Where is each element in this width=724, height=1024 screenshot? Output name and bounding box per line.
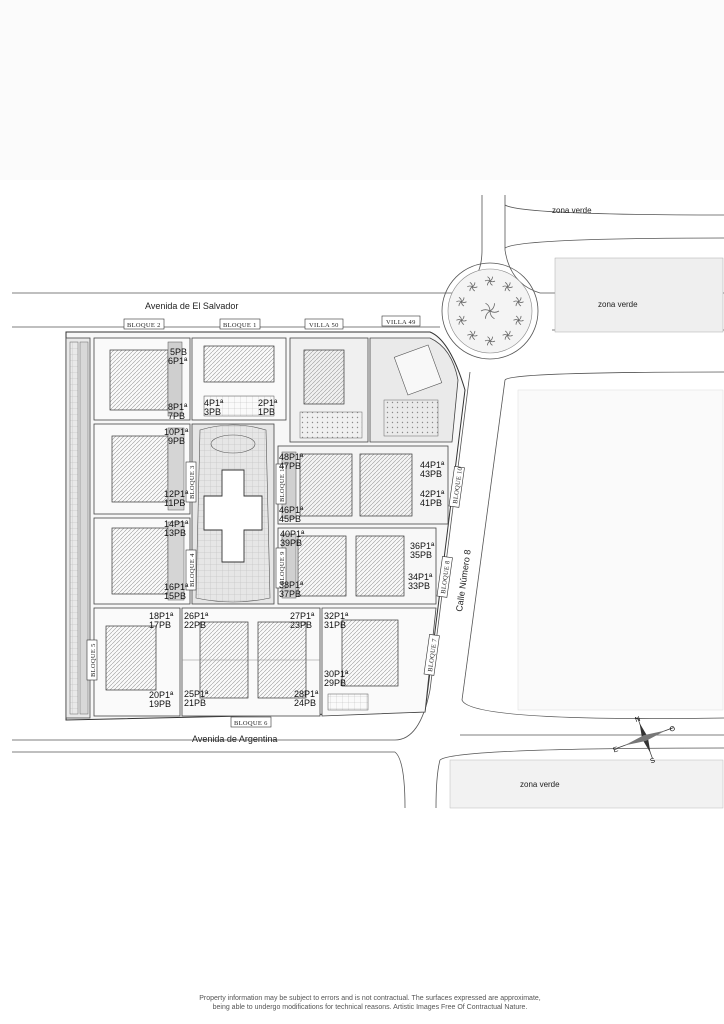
palm-tree-icon (480, 302, 500, 320)
unit-label: 45PB (279, 514, 301, 524)
palm-tree-icon (467, 330, 478, 340)
unit-label: 17PB (149, 620, 171, 630)
unit-label: 24PB (294, 698, 316, 708)
compass-e: E (612, 746, 619, 754)
block-tag-villa-50: VILLA 50 (309, 322, 339, 329)
unit-label: 14P1ª (164, 519, 189, 529)
unit-label: 28P1ª (294, 689, 319, 699)
green-zones (449, 257, 724, 809)
development-site (65, 331, 466, 721)
palm-tree-icon (513, 297, 524, 307)
unit-label: 33PB (408, 581, 430, 591)
palm-tree-icon (456, 297, 467, 307)
unit-label: 46P1ª (279, 505, 304, 515)
unit-label: 43PB (420, 469, 442, 479)
compass-n: N (634, 716, 641, 724)
street-label-calle-8: Calle Número 8 (454, 549, 473, 612)
block-tag-6: BLOQUE 6 (234, 720, 268, 727)
street-label-argentina: Avenida de Argentina (192, 734, 277, 744)
block-tag-2: BLOQUE 2 (127, 322, 161, 329)
unit-label: 20P1ª (149, 690, 174, 700)
block-tag-8: BLOQUE 8 (440, 560, 452, 594)
unit-label: 7PB (168, 411, 185, 421)
unit-label: 36P1ª (410, 541, 435, 551)
unit-label: 31PB (324, 620, 346, 630)
unit-label: 16P1ª (164, 582, 189, 592)
unit-label: 48P1ª (279, 452, 304, 462)
unit-label: 3PB (204, 407, 221, 417)
roundabout (447, 268, 533, 354)
block-tag-7: BLOQUE 7 (427, 638, 439, 673)
zone-label-top-right: zona verde (552, 206, 592, 215)
unit-label: 15PB (164, 591, 186, 601)
unit-label: 1PB (258, 407, 275, 417)
block-tag-9: BLOQUE 9 (279, 551, 286, 585)
unit-label: 42P1ª (420, 489, 445, 499)
unit-label: 37PB (279, 589, 301, 599)
legal-disclaimer: Property information may be subject to e… (130, 994, 610, 1012)
zone-label-bottom-right: zona verde (520, 780, 560, 789)
block-tag-1: BLOQUE 1 (223, 322, 257, 329)
unit-label: 22PB (184, 620, 206, 630)
unit-label: 47PB (279, 461, 301, 471)
unit-label: 4P1ª (204, 398, 224, 408)
disclaimer-line-1: Property information may be subject to e… (199, 995, 541, 1002)
unit-label: 32P1ª (324, 611, 349, 621)
unit-label: 8P1ª (168, 402, 188, 412)
zone-label-right-roundabout: zona verde (598, 300, 638, 309)
unit-label: 19PB (149, 699, 171, 709)
block-tag-11: BLOQUE 11 (279, 465, 286, 502)
unit-labels: 5PB 6P1ª 8P1ª 7PB 4P1ª 3PB 2P1ª 1PB 10P1… (149, 347, 445, 709)
disclaimer-line-2: being able to undergo modifications for … (212, 1004, 528, 1011)
block-tag-5: BLOQUE 5 (90, 643, 97, 677)
unit-label: 34P1ª (408, 572, 433, 582)
unit-label: 41PB (420, 498, 442, 508)
block-tag-3: BLOQUE 3 (189, 465, 196, 499)
block-tag-villa-49: VILLA 49 (386, 319, 416, 326)
unit-label: 6P1ª (168, 356, 188, 366)
block-tag-4: BLOQUE 4 (189, 553, 196, 587)
palm-tree-icon (467, 282, 478, 292)
palm-tree-icon (502, 330, 513, 340)
top-shade (0, 0, 724, 180)
unit-label: 23PB (290, 620, 312, 630)
unit-label: 10P1ª (164, 427, 189, 437)
unit-label: 30P1ª (324, 669, 349, 679)
compass-o: O (669, 725, 677, 734)
street-label-el-salvador: Avenida de El Salvador (145, 301, 238, 311)
unit-label: 44P1ª (420, 460, 445, 470)
unit-label: 35PB (410, 550, 432, 560)
unit-label: 13PB (164, 528, 186, 538)
palm-tree-icon (456, 315, 467, 325)
unit-label: 29PB (324, 678, 346, 688)
palm-tree-icon (484, 336, 496, 346)
unit-label: 5PB (170, 347, 187, 357)
palm-tree-icon (484, 276, 496, 286)
unit-label: 12P1ª (164, 489, 189, 499)
block-tags (86, 315, 465, 728)
compass-s: S (649, 757, 656, 765)
unit-label: 26P1ª (184, 611, 209, 621)
unit-label: 2P1ª (258, 398, 278, 408)
unit-label: 25P1ª (184, 689, 209, 699)
compass-rose: N E S O (612, 716, 677, 766)
unit-label: 38P1ª (279, 580, 304, 590)
unit-label: 11PB (164, 498, 185, 508)
unit-label: 9PB (168, 436, 185, 446)
unit-label: 40P1ª (280, 529, 305, 539)
unit-label: 27P1ª (290, 611, 315, 621)
palm-tree-icon (502, 282, 513, 292)
unit-label: 21PB (184, 698, 206, 708)
unit-label: 39PB (280, 538, 302, 548)
palm-tree-icon (513, 315, 524, 325)
unit-label: 18P1ª (149, 611, 174, 621)
